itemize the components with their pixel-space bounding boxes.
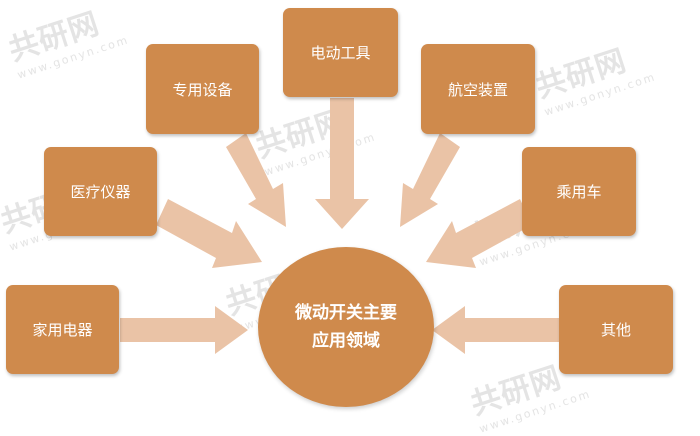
- node-aerospace: 航空装置: [421, 44, 535, 134]
- node-medical-label: 医疗仪器: [70, 183, 131, 201]
- arrow-aerospace: [400, 133, 460, 227]
- arrow-medical: [156, 199, 262, 268]
- center-node: 微动开关主要 应用领域: [258, 247, 434, 407]
- node-aerospace-label: 航空装置: [447, 80, 508, 99]
- node-home-appliance-label: 家用电器: [32, 321, 93, 339]
- arrow-special-equipment: [226, 133, 286, 227]
- node-passenger-car-label: 乘用车: [556, 183, 602, 201]
- node-special-equipment: 专用设备: [146, 44, 259, 134]
- node-power-tools: 电动工具: [283, 8, 398, 97]
- node-power-tools-label: 电动工具: [310, 44, 371, 62]
- arrows-layer: [120, 98, 560, 354]
- arrow-power-tools: [315, 98, 369, 229]
- center-title-line1: 微动开关主要: [295, 303, 397, 323]
- arrow-other: [432, 306, 560, 354]
- node-medical: 医疗仪器: [44, 147, 157, 236]
- arrow-home-appliance: [120, 306, 248, 354]
- node-special-equipment-label: 专用设备: [172, 80, 233, 99]
- center-title-line2: 应用领域: [312, 331, 380, 351]
- node-home-appliance: 家用电器: [6, 285, 119, 374]
- node-other-label: 其他: [600, 321, 631, 339]
- node-other: 其他: [559, 285, 673, 374]
- arrow-passenger-car: [426, 199, 532, 268]
- node-passenger-car: 乘用车: [522, 147, 636, 236]
